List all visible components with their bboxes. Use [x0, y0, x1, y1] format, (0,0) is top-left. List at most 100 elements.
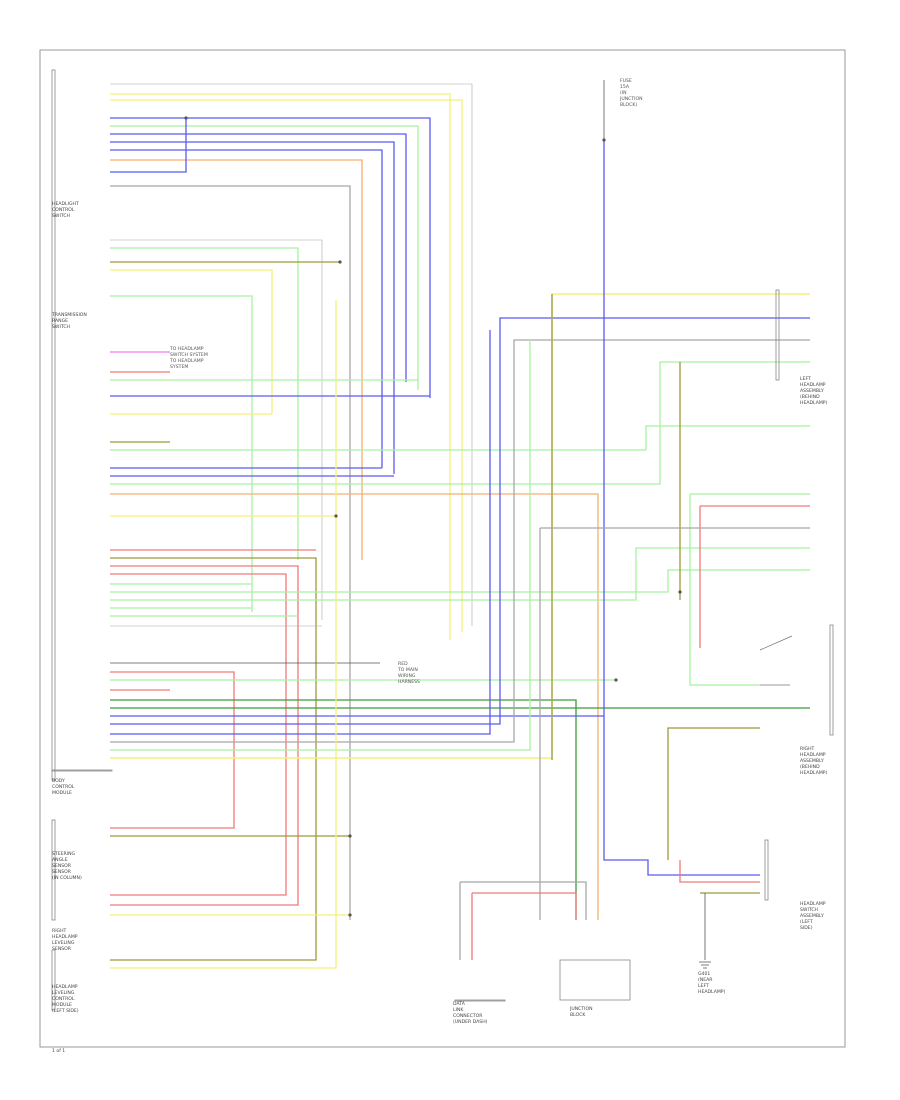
- connector-leveling: [51, 949, 56, 1011]
- component-label: STEERING: [52, 851, 76, 857]
- component-label: BLOCK: [570, 1012, 586, 1018]
- wire: [110, 293, 810, 759]
- component-label: HEADLAMP: [800, 382, 826, 388]
- wire: [667, 727, 760, 860]
- wire-layer: [110, 80, 810, 969]
- note-label: WIRING: [398, 673, 416, 679]
- component-label: HEADLIGHT: [52, 201, 79, 207]
- component-label: HEADLAMP: [800, 752, 826, 758]
- connector-sensor: [51, 819, 56, 921]
- note-label: SYSTEM: [170, 364, 188, 370]
- note-label: (IN: [620, 90, 627, 96]
- component-label: HEADLAMP: [52, 984, 78, 990]
- diagram-frame: [39, 49, 846, 1048]
- connector-left-headlamp: [775, 289, 780, 381]
- note-label: 15A: [620, 84, 630, 90]
- wire: [110, 125, 419, 390]
- wire: [110, 247, 299, 560]
- connector-dlc: [454, 999, 506, 1002]
- component-label: (NEAR: [698, 977, 713, 983]
- component-label: HEADLAMP): [800, 770, 828, 776]
- splice-dot: [184, 116, 188, 120]
- wire: [110, 699, 577, 920]
- connector-junction: [559, 959, 631, 1001]
- component-label: ASSEMBLY: [800, 388, 824, 394]
- component-label: (LEFT: [800, 919, 813, 925]
- component-label: (UNDER DASH): [453, 1019, 488, 1025]
- note-label: TO HEADLAMP: [169, 358, 204, 364]
- wire: [110, 93, 451, 640]
- connector-bcm: [51, 69, 56, 781]
- wire: [110, 149, 383, 468]
- wire: [110, 547, 810, 601]
- component-label: CONTROL: [52, 207, 75, 213]
- component-label: RIGHT: [52, 928, 67, 934]
- component-label: ANGLE: [52, 857, 68, 863]
- component-label: CONTROL: [52, 784, 75, 790]
- component-label: SENSOR: [52, 863, 72, 869]
- wire: [110, 340, 531, 751]
- wire: [110, 269, 273, 414]
- component-label: MODULE: [52, 1002, 72, 1008]
- component-label: JUNCTION: [569, 1006, 593, 1012]
- splice-dot: [338, 260, 342, 264]
- component-label: SIDE): [800, 925, 813, 931]
- splice-dot: [348, 834, 352, 838]
- component-label: (BEHIND: [800, 394, 820, 400]
- connector-bcm-end: [51, 769, 113, 772]
- wire: [110, 361, 810, 485]
- wire: [110, 99, 463, 632]
- wire: [472, 892, 577, 920]
- wire: [110, 317, 810, 725]
- page-number: 1 of 1: [52, 1048, 65, 1054]
- wire: [110, 425, 810, 451]
- switch-icon: [759, 635, 793, 686]
- note-label: HARNESS: [398, 679, 420, 685]
- wire: [110, 339, 810, 743]
- wire: [110, 565, 299, 906]
- note-label: TO HEADLAMP: [169, 346, 204, 352]
- note-label: FUSE: [620, 78, 632, 84]
- wire: [110, 159, 363, 560]
- ground-icon: [699, 961, 711, 969]
- component-label: SWITCH: [52, 213, 70, 219]
- wire: [460, 881, 587, 920]
- connector-right-headlamp: [829, 624, 834, 736]
- component-label: RANGE: [52, 318, 68, 324]
- wire: [110, 239, 323, 620]
- wire: [689, 494, 760, 686]
- component-label: DATA: [453, 1001, 466, 1007]
- component-label: MODULE: [52, 790, 72, 796]
- wire: [110, 83, 473, 626]
- component-label: HEADLAMP): [800, 400, 828, 406]
- splice-dot: [348, 913, 352, 917]
- component-label: LEVELING: [52, 940, 75, 946]
- component-label: (IN COLUMN): [52, 875, 82, 881]
- component-label: RIGHT: [800, 746, 815, 752]
- wire: [110, 493, 599, 920]
- wire: [679, 860, 760, 883]
- component-label: TRANSMISSION: [51, 312, 87, 318]
- wire: [110, 569, 810, 593]
- splice-dot: [678, 590, 682, 594]
- component-label: HEADLAMP): [698, 989, 726, 995]
- component-label: ASSEMBLY: [800, 913, 824, 919]
- component-label: SWITCH: [800, 907, 818, 913]
- note-label: RED: [398, 661, 408, 667]
- component-label: LEVELING: [52, 990, 75, 996]
- component-label: LEFT: [800, 376, 811, 382]
- wire: [110, 133, 407, 382]
- component-label: SENSOR: [52, 946, 72, 952]
- splice-dot: [614, 678, 618, 682]
- component-label: ASSEMBLY: [800, 758, 824, 764]
- note-label: JUNCTION: [619, 96, 643, 102]
- component-label: SWITCH: [52, 324, 70, 330]
- component-label-layer: HEADLIGHTCONTROLSWITCHTRANSMISSIONRANGES…: [51, 201, 828, 1025]
- component-label: (LEFT SIDE): [52, 1008, 79, 1014]
- component-label: SENSOR: [52, 869, 72, 875]
- wire: [110, 330, 491, 735]
- component-label: BODY: [52, 778, 65, 784]
- wire: [603, 140, 760, 876]
